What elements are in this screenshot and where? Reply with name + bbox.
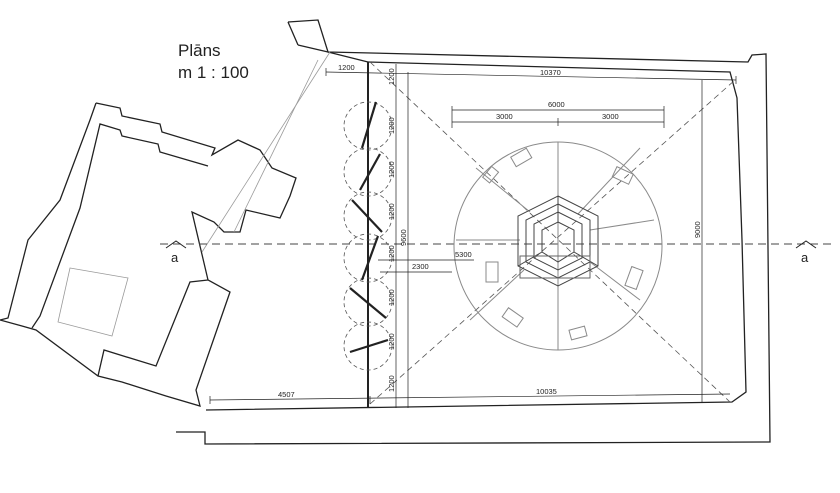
panel-swing-4: [343, 233, 393, 283]
dim-wall-to-circle: 2300: [412, 262, 429, 271]
furniture-chairs: [481, 147, 644, 341]
pivot-panel-1: [360, 101, 378, 149]
pivot-panel-4: [360, 235, 380, 281]
hall-outer-wall-top: [176, 19, 771, 445]
dim-panel-6: 1200: [387, 333, 396, 350]
dim-panel-3: 1200: [387, 203, 396, 220]
annex-hatch-area: [57, 267, 129, 337]
pivot-panel-5: [349, 287, 387, 319]
dim-bottom-left: 4507: [278, 390, 295, 399]
hall-inner-wall: [205, 61, 747, 411]
dim-right-height: 9000: [693, 221, 702, 238]
section-label-left: a: [171, 250, 179, 265]
dim-radius-right: 3000: [602, 112, 619, 121]
pivot-wall: [343, 62, 393, 408]
pivot-panel-2: [359, 153, 381, 191]
section-label-right: a: [801, 250, 809, 265]
annex-lower-wall: [97, 279, 209, 377]
dimension-lines: [209, 64, 737, 408]
dim-radius-left: 3000: [496, 112, 513, 121]
panel-swing-6: [343, 321, 393, 371]
panel-swing-1: [343, 101, 393, 151]
plan-scale: m 1 : 100: [178, 63, 249, 82]
diagonal-guide-2: [369, 79, 736, 405]
panel-swing-5: [343, 277, 393, 327]
diagonal-guide-1: [369, 61, 731, 403]
section-marker-left-arrow: [165, 240, 187, 249]
panel-swing-2: [343, 147, 393, 197]
annex-outline: [0, 102, 297, 407]
dim-top-offset: 1200: [338, 63, 355, 72]
annex-inner-wall: [31, 123, 209, 329]
hexagon-kiosk: [517, 195, 599, 287]
dim-bottom-total: 10035: [536, 387, 557, 396]
pivot-panel-3: [351, 199, 383, 233]
dim-top-total: 10370: [540, 68, 561, 77]
dim-panel-2: 1200: [387, 161, 396, 178]
dim-center-x: 5300: [455, 250, 472, 259]
dim-inner-height: 9600: [399, 229, 408, 246]
panel-swing-3: [343, 191, 393, 241]
plan-title: Plāns: [178, 41, 221, 60]
dim-panel-5: 1200: [387, 289, 396, 306]
dim-circle-diameter: 6000: [548, 100, 565, 109]
dim-panel-bottom-offset: 1200: [387, 375, 396, 392]
dim-panel-1: 1200: [387, 117, 396, 134]
dim-panel-top-offset: 1200: [387, 68, 396, 85]
dim-panel-4: 1200: [387, 245, 396, 262]
pivot-panel-6: [349, 338, 389, 354]
round-room: [453, 141, 663, 351]
section-marker-right-arrow: [795, 240, 817, 249]
